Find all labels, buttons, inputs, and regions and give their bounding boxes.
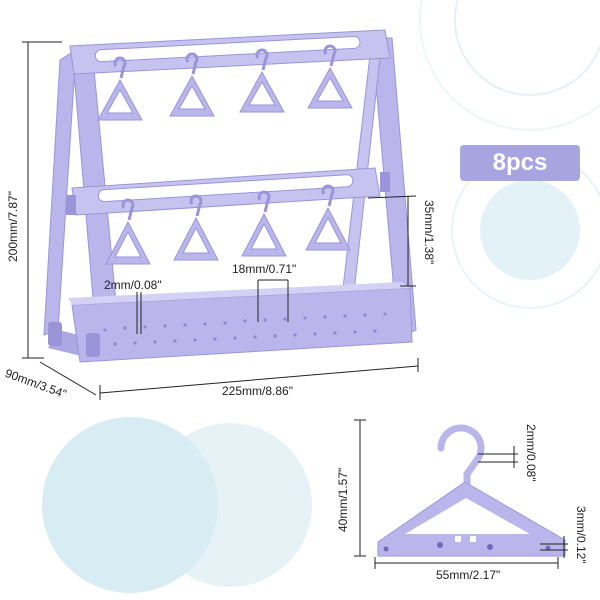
mini-hanger (307, 44, 353, 109)
side-clip-right (380, 172, 390, 192)
middle-row-hangers (105, 184, 351, 265)
mini-hanger (305, 184, 351, 251)
height-dimension-label: 200mm/7.87" (6, 191, 20, 262)
hanger-hole (545, 545, 551, 551)
mini-hanger (239, 48, 285, 113)
side-clip-left (66, 195, 76, 215)
tray-hole (153, 340, 157, 344)
mini-hanger (241, 190, 287, 257)
hanger-detail (377, 424, 566, 557)
depth-dim-line (39, 361, 97, 396)
mini-hanger (173, 194, 219, 261)
tray-hole (313, 332, 317, 336)
foot-clip-left (48, 322, 62, 346)
tray-hole (323, 315, 327, 319)
deco-ring-top-outer (419, 0, 600, 131)
mini-hanger (97, 56, 143, 121)
foot-clip-right (86, 333, 100, 357)
tray-hole (293, 333, 297, 337)
tray-hole (143, 325, 147, 329)
hanger-hole (383, 546, 389, 552)
hanger-notch (470, 536, 476, 542)
left-frame-back-leg (43, 49, 77, 336)
tray-hole (363, 313, 367, 317)
hanger-hole (437, 542, 443, 548)
tray-holes (103, 312, 387, 346)
slot-thickness-dimension-label: 2mm/0.08" (104, 278, 162, 292)
tray-hole (383, 312, 387, 316)
mini-hanger (105, 198, 151, 265)
mini-hanger (169, 52, 215, 117)
tray-hole (163, 324, 167, 328)
tray-rim (68, 282, 410, 305)
quantity-badge: 8pcs (460, 145, 580, 181)
hanger-hook-dimension-label: 2mm/0.08" (524, 424, 538, 482)
width-dim-line (99, 365, 419, 394)
tray-hole (273, 334, 277, 338)
tray-hole (373, 329, 377, 333)
hanger-height-dimension-label: 40mm/1.57" (336, 467, 350, 532)
width-dimension-label: 225mm/8.86" (222, 384, 293, 398)
tray-hole (193, 338, 197, 342)
tray-hole (133, 341, 137, 345)
stand-dimension-lines (22, 41, 419, 400)
hanger-dimension-lines (354, 419, 568, 569)
slot-width-dimension-label: 18mm/0.71" (232, 262, 297, 276)
hanger-detail-hook (437, 424, 485, 488)
hanger-hole (487, 544, 493, 550)
top-rail-slot (94, 35, 361, 63)
tray-hole (333, 331, 337, 335)
tray-hole (223, 321, 227, 325)
tray-hole (253, 335, 257, 339)
tier-gap-dimension-label: 35mm/1.38" (422, 200, 436, 265)
top-row-hangers (97, 44, 353, 121)
tray-hole (183, 323, 187, 327)
hanger-detail-cutout (405, 498, 530, 534)
tray-hole (113, 342, 117, 346)
tray-hole (123, 326, 127, 330)
tray-hole (353, 330, 357, 334)
tray-hole (103, 328, 107, 332)
tray-hole (243, 319, 247, 323)
tray-hole (343, 314, 347, 318)
hanger-thickness-dimension-label: 3mm/0.12" (574, 506, 588, 564)
tray-hole (233, 336, 237, 340)
tray-hole (283, 317, 287, 321)
tray-hole (213, 337, 217, 341)
deco-circle-bottom-left (42, 417, 218, 593)
tray-hole (173, 339, 177, 343)
middle-rail-slot (97, 174, 354, 203)
tray-hole (203, 322, 207, 326)
hanger-notch (455, 536, 461, 542)
tray-hole (263, 318, 267, 322)
deco-circle-mid (480, 180, 580, 280)
deco-ring-top (454, 0, 600, 96)
tray-hole (303, 316, 307, 320)
hanger-width-dimension-label: 55mm/2.17" (436, 568, 501, 582)
hanger-detail-holes (383, 542, 551, 552)
